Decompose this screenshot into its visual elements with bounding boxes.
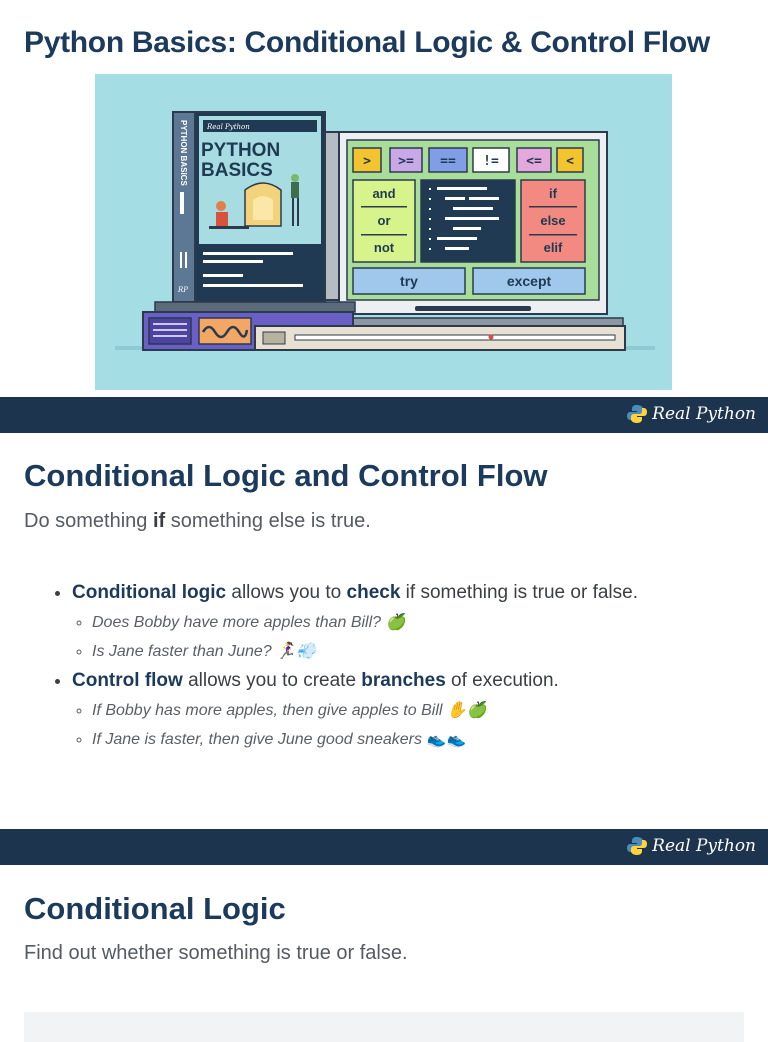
book-title-line1: PYTHON xyxy=(201,140,280,161)
keyword-try: try xyxy=(400,273,418,289)
book-badge: Real Python xyxy=(206,123,250,131)
brand-name: Real Python xyxy=(652,836,756,856)
example-item: Does Bobby have more apples than Bill? 🍏 xyxy=(92,608,768,637)
exception-keywords: try except xyxy=(352,267,586,295)
comparison-operators: > >= == != <= < xyxy=(352,147,584,173)
operator-ge: >= xyxy=(398,154,414,169)
example-item: If Jane is faster, then give June good s… xyxy=(92,725,768,754)
bullet-text: allows you to create xyxy=(182,670,362,691)
book-spine-text: PYTHON BASICS xyxy=(179,120,188,186)
term-conditional-logic: Conditional logic xyxy=(72,582,227,603)
operator-ne: != xyxy=(483,154,499,169)
subtitle-post: something else is true. xyxy=(165,510,371,532)
keyword-elif: elif xyxy=(544,240,563,255)
keyword-if: if xyxy=(549,186,558,201)
brand-logo: Real Python xyxy=(627,404,756,424)
code-block xyxy=(24,1012,744,1042)
example-item: Is Jane faster than June? 🏃‍♀️💨 xyxy=(92,637,768,666)
logic-or: or xyxy=(378,213,391,228)
bullet-text: allows you to xyxy=(226,582,347,603)
slide-header-band: Real Python xyxy=(0,397,768,433)
bullet-text: of execution. xyxy=(445,670,559,691)
code-panel xyxy=(420,179,516,263)
branch-keywords: if else elif xyxy=(520,179,586,263)
slide2-subtitle: Find out whether something is true or fa… xyxy=(24,942,408,964)
hero-illustration: PYTHON BASICS RP Real Python PYTHON BASI… xyxy=(95,74,672,390)
operator-eq: == xyxy=(440,154,456,169)
example-item: If Bobby has more apples, then give appl… xyxy=(92,696,768,725)
list-item-control-flow: Control flow allows you to create branch… xyxy=(72,666,768,754)
logic-not: not xyxy=(374,240,395,255)
slide2-title: Conditional Logic xyxy=(24,891,286,926)
python-logo-icon xyxy=(627,837,648,855)
slide1-title: Conditional Logic and Control Flow xyxy=(24,458,548,493)
keyword-else: else xyxy=(540,213,565,228)
bullet-text: if something is true or false. xyxy=(400,582,638,603)
term-branches: branches xyxy=(361,670,446,691)
subtitle-pre: Do something xyxy=(24,510,153,532)
book-bottom-mark: RP xyxy=(177,286,188,294)
document-title: Python Basics: Conditional Logic & Contr… xyxy=(24,26,710,59)
python-logo-icon xyxy=(627,405,648,423)
logic-and: and xyxy=(372,186,395,201)
slide-header-band: Real Python xyxy=(0,829,768,865)
logic-operators: and or not xyxy=(352,179,416,263)
keyword-except: except xyxy=(507,273,552,289)
concept-list: Conditional logic allows you to check if… xyxy=(48,578,768,754)
operator-lt: < xyxy=(566,154,574,169)
computer-base xyxy=(142,301,626,351)
book-title-line2: BASICS xyxy=(201,160,273,181)
brand-logo: Real Python xyxy=(627,836,756,856)
slide1-subtitle: Do something if something else is true. xyxy=(24,510,371,533)
operator-gt: > xyxy=(363,154,371,169)
term-control-flow: Control flow xyxy=(72,670,183,691)
operator-le: <= xyxy=(526,154,542,169)
list-item-conditional-logic: Conditional logic allows you to check if… xyxy=(72,578,768,666)
brand-name: Real Python xyxy=(652,404,756,424)
term-check: check xyxy=(346,582,401,603)
book-spine: PYTHON BASICS RP xyxy=(172,111,196,303)
subtitle-keyword: if xyxy=(152,510,166,532)
book-cover: Real Python PYTHON BASICS xyxy=(194,111,326,303)
